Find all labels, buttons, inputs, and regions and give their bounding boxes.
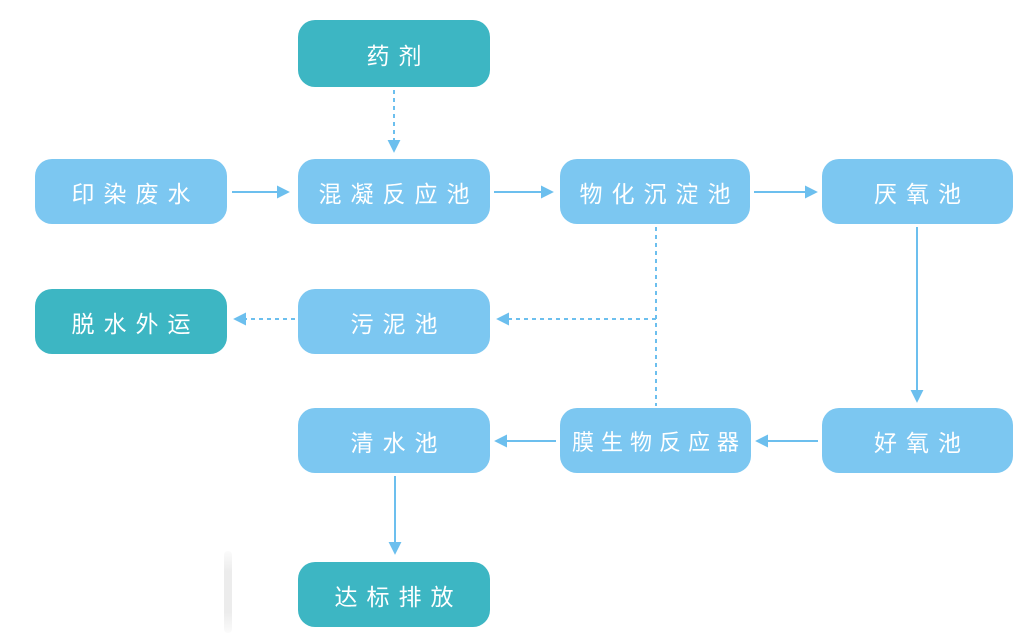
node-anaerobic-tank-label: 厌氧池 xyxy=(874,180,970,207)
node-clear-water-tank: 清水池 xyxy=(298,408,490,473)
node-physicochemical-sedimentation-tank: 物化沉淀池 xyxy=(560,159,750,224)
node-standard-discharge: 达标排放 xyxy=(298,562,490,627)
node-aerobic-tank-label: 好氧池 xyxy=(874,429,970,456)
node-standard-discharge-label: 达标排放 xyxy=(334,583,463,610)
node-coagulation-tank-label: 混凝反应池 xyxy=(318,180,479,207)
node-clear-water-tank-label: 清水池 xyxy=(350,429,447,456)
node-chemical-label: 药剂 xyxy=(366,42,431,69)
node-sludge-tank: 污泥池 xyxy=(298,289,490,354)
node-dewatering-transport-label: 脱水外运 xyxy=(71,310,200,337)
node-dyeing-wastewater: 印染废水 xyxy=(35,159,227,224)
node-aerobic-tank: 好氧池 xyxy=(822,408,1013,473)
node-dewatering-transport: 脱水外运 xyxy=(35,289,227,354)
node-anaerobic-tank: 厌氧池 xyxy=(822,159,1013,224)
node-membrane-bioreactor-label: 膜生物反应器 xyxy=(571,429,746,455)
node-dyeing-wastewater-label: 印染废水 xyxy=(71,180,200,207)
node-coagulation-tank: 混凝反应池 xyxy=(298,159,490,224)
node-chemical: 药剂 xyxy=(298,20,490,87)
node-sludge-tank-label: 污泥池 xyxy=(350,310,447,337)
node-physicochemical-sedimentation-tank-label: 物化沉淀池 xyxy=(579,180,740,207)
node-membrane-bioreactor: 膜生物反应器 xyxy=(560,408,751,473)
faint-page-edge-line xyxy=(224,551,232,633)
